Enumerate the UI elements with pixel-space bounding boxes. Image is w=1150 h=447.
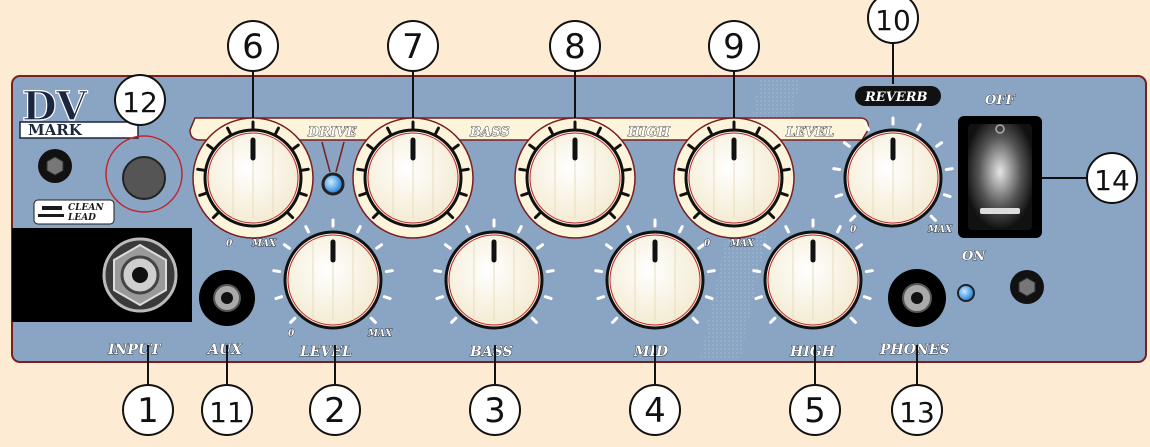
callout-12: 12 — [115, 75, 165, 125]
off-label: OFF — [985, 93, 1016, 108]
lead-level-label: LEVEL — [785, 125, 834, 140]
callout-10: 10 — [868, 0, 918, 84]
drive-led — [323, 174, 343, 194]
callout-number: 9 — [723, 27, 745, 67]
callout-number: 13 — [899, 396, 935, 429]
scale-max-9: MAX — [729, 239, 755, 249]
scale-max-10: MAX — [927, 225, 953, 235]
screw-left — [38, 149, 72, 183]
logo-bottom-text: MARK — [28, 121, 83, 139]
phones-label: PHONES — [879, 342, 950, 358]
callout-number: 10 — [875, 4, 911, 37]
callout-number: 1 — [137, 391, 159, 431]
input-jack[interactable] — [12, 228, 192, 322]
callout-number: 6 — [242, 27, 264, 67]
reverb-badge: REVERB — [855, 86, 941, 106]
drive-label: DRIVE — [307, 125, 357, 140]
input-label: INPUT — [107, 342, 162, 358]
callout-number: 12 — [122, 86, 158, 119]
power-led — [958, 285, 974, 301]
scale-max-6: MAX — [251, 239, 277, 249]
scale-max-2: MAX — [367, 329, 393, 339]
lead-bass-label: BASS — [469, 125, 510, 140]
clean-lead-switch-label: CLEAN LEAD — [34, 200, 114, 224]
drive-knob[interactable] — [193, 118, 313, 238]
aux-label: AUX — [206, 342, 243, 358]
switch-lead-text: LEAD — [67, 213, 96, 223]
power-switch[interactable] — [958, 116, 1042, 238]
scale-min-9: 0 — [704, 239, 711, 249]
scale-min-10: 0 — [850, 225, 857, 235]
callout-number: 8 — [564, 27, 586, 67]
callout-number: 2 — [324, 391, 346, 431]
callout-number: 14 — [1094, 164, 1130, 197]
lead-high-label: HIGH — [627, 125, 670, 140]
callout-number: 5 — [804, 391, 826, 431]
phones-jack[interactable] — [888, 269, 946, 327]
lead-high-knob[interactable] — [515, 118, 635, 238]
lead-level-knob[interactable] — [674, 118, 794, 238]
callout-number: 7 — [402, 27, 424, 67]
scale-min-2: 0 — [288, 329, 295, 339]
on-label: ON — [962, 249, 986, 264]
switch-clean-text: CLEAN — [68, 203, 104, 213]
scale-min-6: 0 — [226, 239, 233, 249]
clean-bass-label: BASS — [469, 344, 513, 360]
clean-high-label: HIGH — [789, 344, 836, 360]
screw-right — [1010, 270, 1044, 304]
aux-jack[interactable] — [199, 270, 255, 326]
callout-number: 11 — [209, 396, 245, 429]
reverb-label: REVERB — [864, 90, 928, 105]
callout-number: 4 — [644, 391, 666, 431]
clean-level-label: LEVEL — [299, 344, 352, 360]
callout-number: 3 — [484, 391, 506, 431]
lead-bass-knob[interactable] — [353, 118, 473, 238]
clean-mid-label: MID — [633, 344, 669, 360]
